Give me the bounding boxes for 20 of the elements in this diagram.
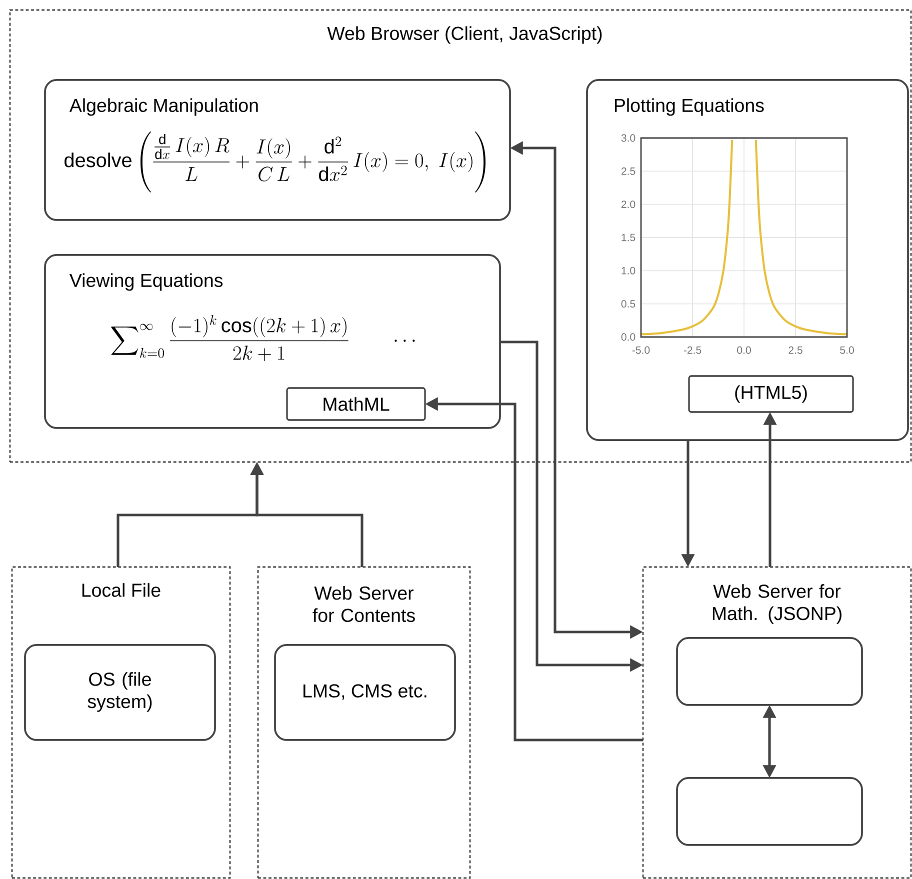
- label-box: (HTML5): [688, 375, 854, 413]
- y-tick-label: 1.5: [622, 234, 636, 242]
- label-box: MathML: [286, 387, 426, 421]
- x-tick-label: 5.0: [840, 346, 854, 354]
- y-tick-label: 0.5: [621, 300, 636, 308]
- x-tick-label: 0.0: [737, 346, 751, 354]
- y-tick-label: 3.0: [621, 134, 636, 142]
- y-tick-label: 1.0: [622, 266, 636, 274]
- panel: LMS, CMS etc.: [274, 644, 456, 741]
- x-tick-label: 2.5: [788, 346, 802, 354]
- y-tick-label: 0.0: [621, 333, 636, 341]
- empty-box: [676, 637, 863, 706]
- x-tick-label: -5.0: [632, 346, 650, 354]
- empty-box: [676, 777, 863, 846]
- panel: OS (file system): [24, 644, 216, 741]
- y-tick-label: 2.0: [621, 200, 636, 208]
- y-tick-label: 2.5: [621, 167, 636, 175]
- panel: Algebraic Manipulation $\mathrm{desolve}\left(\frac{\frac{\mathrm{d}}{\mathrm{d}x}\,I(x)\,R}{L}+\frac{I(x)}{C\,L}+\frac{\mathrm{d}^{2}}{\mathrm{d}x^{2}}\,I(x)=0,\;I(x)\right)$: [44, 79, 511, 221]
- x-tick-label: -2.5: [684, 346, 702, 354]
- dashed-region: Web Server for Math. (JSONP): [642, 566, 912, 879]
